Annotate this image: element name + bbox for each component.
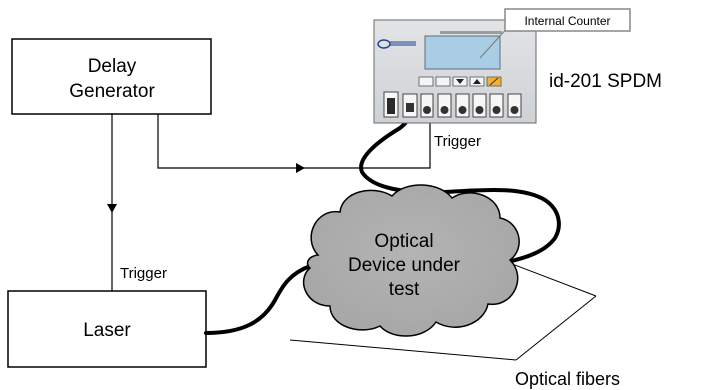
trigger-label-laser: Trigger	[120, 265, 167, 282]
delay-generator-label-line1: Delay	[88, 56, 137, 77]
internal-counter-label: Internal Counter	[524, 14, 610, 28]
spdm-control-buttons	[418, 76, 502, 87]
optical-fibers-leader	[289, 261, 597, 361]
laser-label: Laser	[83, 320, 131, 341]
arrowhead-down-icon	[107, 204, 117, 213]
spdm-display-screen	[424, 35, 501, 70]
trigger-line-to-laser	[107, 114, 117, 291]
manufacturer-logo-icon	[377, 39, 416, 49]
spdm-connector-panel	[383, 91, 522, 118]
arrowhead-right-icon	[296, 163, 305, 173]
spdm-instrument	[373, 19, 537, 124]
trigger-line-to-spdm	[157, 108, 431, 173]
device-label-line2: Device under	[348, 255, 461, 276]
spdm-label: id-201 SPDM	[549, 71, 662, 92]
laser-box: Laser	[7, 290, 207, 368]
internal-counter-callout: Internal Counter	[479, 8, 631, 59]
delay-generator-box: Delay Generator	[11, 38, 212, 115]
optical-fibers-label: Optical fibers	[515, 369, 620, 389]
device-label-line3: test	[389, 279, 420, 300]
device-label-line1: Optical	[374, 231, 433, 252]
trigger-label-spdm: Trigger	[434, 133, 481, 150]
optical-fiber-laser-to-device	[204, 264, 312, 335]
device-under-test-cloud: Optical Device under test	[302, 184, 520, 337]
delay-generator-label-line2: Generator	[69, 81, 155, 102]
